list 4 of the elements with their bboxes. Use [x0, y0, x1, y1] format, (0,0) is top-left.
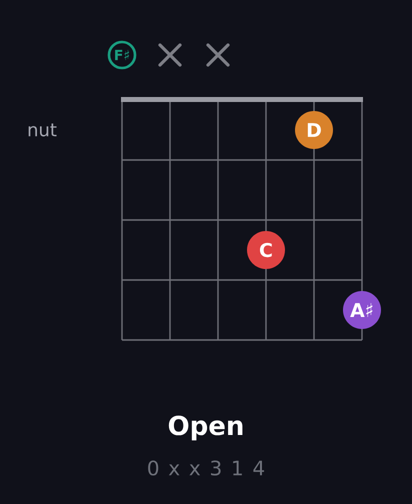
open-string-ring: F♯ [108, 40, 136, 70]
row-label: nut [28, 124, 57, 136]
chord-title: Open [168, 416, 242, 440]
fingering-caption: 0 x x 3 1 4 [148, 460, 264, 476]
